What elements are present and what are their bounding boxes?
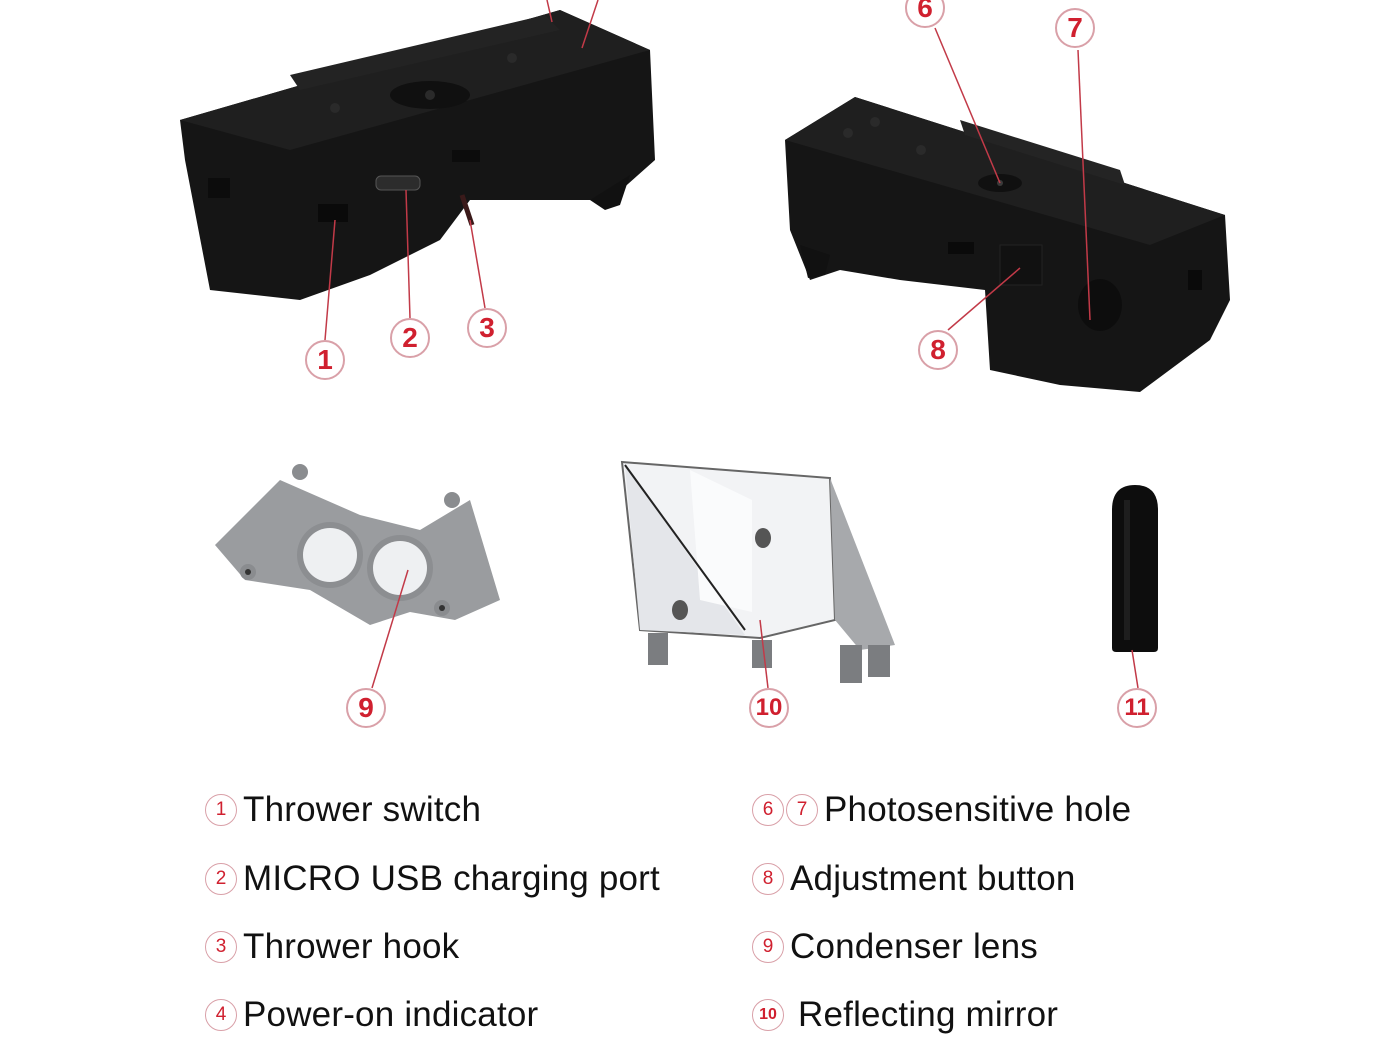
legend-number: 4: [205, 999, 237, 1031]
callout-10: 10: [749, 688, 789, 728]
reflecting-mirror-part: [620, 460, 895, 689]
legend-number: 6: [752, 794, 784, 826]
condenser-lens-part: [215, 464, 500, 689]
legend-item-thrower-hook: 3 Thrower hook: [205, 925, 459, 969]
legend-number: 3: [205, 931, 237, 963]
legend-item-reflecting-mirror: 10 Reflecting mirror: [752, 993, 1058, 1037]
legend-item-adjustment-button: 8 Adjustment button: [752, 857, 1076, 901]
device-front-view: [180, 0, 655, 341]
legend-item-condenser-lens: 9 Condenser lens: [752, 925, 1038, 969]
legend-number: 1: [205, 794, 237, 826]
callout-9: 9: [346, 688, 386, 728]
legend-item-thrower-switch: 1 Thrower switch: [205, 788, 481, 832]
device-back-view: [785, 27, 1230, 392]
callout-11: 11: [1117, 688, 1157, 728]
legend-number: 8: [752, 863, 784, 895]
legend-label: Photosensitive hole: [824, 790, 1132, 829]
legend-number: 9: [752, 931, 784, 963]
legend-label: Thrower switch: [243, 790, 482, 829]
legend-label: Power-on indicator: [243, 995, 539, 1034]
legend-label: Reflecting mirror: [798, 995, 1059, 1034]
legend-item-power-indicator: 4 Power-on indicator: [205, 993, 538, 1037]
legend-label: Adjustment button: [790, 859, 1076, 898]
callout-1: 1: [305, 340, 345, 380]
rubber-cap-part: [1112, 485, 1158, 689]
callout-3: 3: [467, 308, 507, 348]
legend-label: Thrower hook: [243, 927, 460, 966]
callout-6: 6: [905, 0, 945, 28]
legend-label: Condenser lens: [790, 927, 1038, 966]
legend-label: MICRO USB charging port: [243, 859, 660, 898]
callout-7: 7: [1055, 8, 1095, 48]
callout-8: 8: [918, 330, 958, 370]
legend-number: 10: [752, 999, 784, 1031]
legend-number: 7: [786, 794, 818, 826]
legend-item-usb-port: 2 MICRO USB charging port: [205, 857, 660, 901]
legend-number: 2: [205, 863, 237, 895]
callout-2: 2: [390, 318, 430, 358]
legend-item-photosensitive-hole: 6 7 Photosensitive hole: [752, 788, 1131, 832]
